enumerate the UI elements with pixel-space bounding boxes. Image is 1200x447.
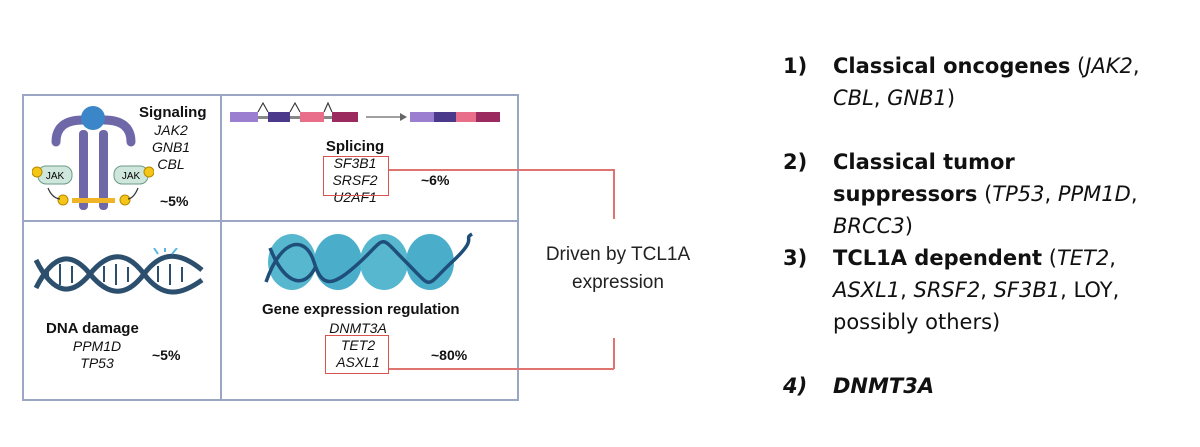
dna-helix-icon <box>33 248 204 295</box>
paren-close: ) <box>946 86 956 110</box>
connector-right-top <box>613 169 615 219</box>
gene-expression-highlight-box <box>325 335 389 374</box>
list-text: DNMT3A <box>833 370 1163 402</box>
gene-dnmt3a: DNMT3A <box>329 320 387 336</box>
receptor-icon <box>51 115 136 210</box>
list-text: Classical tumor suppressors (TP53, PPM1D… <box>833 150 1138 238</box>
gene-expression-title: Gene expression regulation <box>262 301 460 318</box>
jak-left-label: JAK <box>46 171 65 182</box>
dna-damage-title: DNA damage <box>46 320 139 337</box>
dna-damage-genes: PPM1D TP53 <box>62 338 132 372</box>
gene-cbl: CBL <box>833 86 874 110</box>
gene-brcc3: BRCC3 <box>833 214 905 238</box>
gene-jak2: JAK2 <box>154 122 188 138</box>
gene-jak2: JAK2 <box>1085 54 1133 78</box>
driven-label-line2: expression <box>572 272 664 293</box>
arrow-right-icon <box>127 187 139 200</box>
dna-damage-percent: ~5% <box>152 347 181 363</box>
jak-right-label: JAK <box>122 171 141 182</box>
gene-tp53: TP53 <box>992 182 1045 206</box>
signaling-genes: JAK2 GNB1 CBL <box>140 122 202 173</box>
splice-arrow-icon <box>366 113 407 121</box>
mature-mrna-icon <box>410 112 500 122</box>
signaling-title: Signaling <box>139 104 207 121</box>
driven-label: Driven by TCL1A expression <box>528 241 708 297</box>
list-bold: Classical tumor suppressors <box>833 150 1015 206</box>
driven-label-line1: Driven by TCL1A <box>545 244 691 265</box>
list-bold: TCL1A dependent <box>833 246 1043 270</box>
connector-bottom <box>389 368 614 370</box>
pre-mrna-icon <box>230 101 358 122</box>
nucleosome-illustration <box>264 232 473 290</box>
list-number: 4) <box>783 374 808 398</box>
paren-open: ( <box>1042 246 1057 270</box>
gene-cbl: CBL <box>157 156 185 172</box>
gene-tet2: TET2 <box>1056 246 1110 270</box>
list-text: TCL1A dependent (TET2, ASXL1, SRSF2, SF3… <box>833 246 1120 334</box>
arrow-left-icon <box>47 187 61 200</box>
gene-tet2: TET2 <box>340 337 376 353</box>
gene-expression-genes: DNMT3A TET2 ASXL1 <box>318 320 398 371</box>
list-number: 1) <box>783 54 808 78</box>
gene-sf3b1: SF3B1 <box>333 155 377 171</box>
list-text: Classical oncogenes (JAK2, CBL, GNB1) <box>833 54 1140 110</box>
receptor-illustration: JAK JAK <box>32 106 154 210</box>
mutation-category-grid <box>22 94 519 401</box>
dna-wrap-icon <box>264 232 473 284</box>
splicing-illustration <box>230 101 500 122</box>
gene-srsf2: SRSF2 <box>332 172 378 188</box>
gene-ppm1d: PPM1D <box>1057 182 1131 206</box>
paren-close: ) <box>904 214 913 238</box>
splicing-title: Splicing <box>325 138 385 155</box>
gene-asxl1: ASXL1 <box>833 278 901 302</box>
dna-break-icon <box>153 248 178 255</box>
connector-top <box>389 169 614 171</box>
splicing-percent: ~6% <box>421 172 450 188</box>
gene-gnb1: GNB1 <box>151 139 191 155</box>
gene-gnb1: GNB1 <box>887 86 947 110</box>
connector-right-bottom <box>613 338 615 369</box>
paren-open: ( <box>977 182 993 206</box>
list-number: 2) <box>783 150 808 174</box>
gene-u2af1: U2AF1 <box>333 189 377 205</box>
gene-srsf2: SRSF2 <box>913 278 981 302</box>
gene-asxl1: ASXL1 <box>336 354 380 370</box>
grid-divider-vertical <box>220 94 222 401</box>
grid-divider-horizontal <box>22 220 519 222</box>
gene-sf3b1: SF3B1 <box>993 278 1061 302</box>
phospho-icons <box>32 166 154 206</box>
list-tail: , LOY, possibly others) <box>833 278 1120 334</box>
gene-expression-percent: ~80% <box>431 347 468 363</box>
gene-dnmt3a: DNMT3A <box>833 374 935 398</box>
list-bold: Classical oncogenes <box>833 54 1071 78</box>
paren-open: ( <box>1070 54 1086 78</box>
list-number: 3) <box>783 246 808 270</box>
jak-left-icon: JAK <box>37 165 73 185</box>
signaling-percent: ~5% <box>160 193 189 209</box>
gene-tp53: TP53 <box>80 355 114 371</box>
splicing-highlight-box <box>323 156 389 196</box>
splicing-genes: SF3B1 SRSF2 U2AF1 <box>322 155 388 206</box>
gene-ppm1d: PPM1D <box>72 338 122 354</box>
ligand-icon <box>81 106 105 130</box>
